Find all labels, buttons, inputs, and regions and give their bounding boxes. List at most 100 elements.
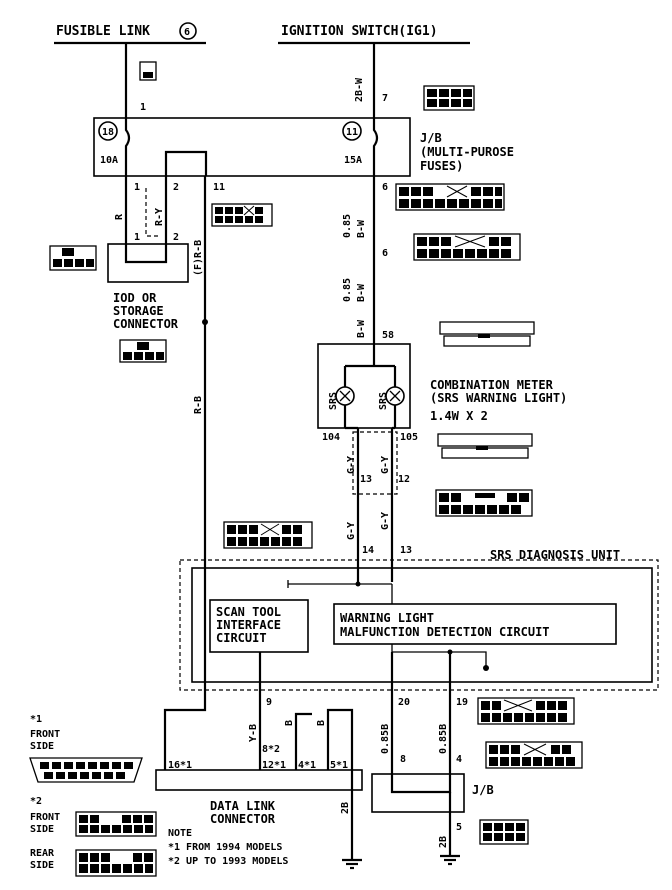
fusible-link-label: FUSIBLE LINK [56, 24, 150, 39]
ground-icon-2 [440, 854, 460, 866]
pin-104-label: 104 [322, 432, 340, 443]
wire-b2-label: B [316, 720, 327, 726]
connector-icon-jb-left [211, 203, 273, 227]
pin-7-label: 7 [382, 93, 388, 104]
pin-105-label: 105 [400, 432, 418, 443]
connector-icon-ig1 [423, 85, 475, 111]
pin-8-label: 8 [400, 754, 406, 765]
connector-icon-jb-right-1 [395, 183, 505, 211]
fuse-11-amp: 15A [344, 155, 362, 166]
jb-fuse-box [93, 117, 411, 177]
iod-label-line3: CONNECTOR [113, 317, 179, 331]
wire-ry-label: R-Y [154, 208, 165, 226]
pin-5-label: 5 [456, 822, 462, 833]
connector-icon-pins-19-20 [477, 697, 575, 725]
dlc-pin-8: 8*2 [262, 744, 280, 755]
pin-9-label: 9 [266, 697, 272, 708]
wire-085-1: 0.85 [342, 214, 353, 238]
srs-lamp-1-label: SRS [328, 392, 339, 410]
wire-gy-1: G-Y [346, 456, 357, 474]
scan-tool-line2: INTERFACE [216, 618, 281, 632]
connector-icon-iod-bottom [119, 339, 167, 363]
fuse-11-circle [342, 121, 362, 141]
wire-rb-to-dlc [163, 700, 207, 770]
pin-13-label: 13 [360, 474, 372, 485]
dlc-rear-side-icon [75, 849, 157, 877]
wire-gy-2: G-Y [380, 456, 391, 474]
pin-20-label: 20 [398, 697, 410, 708]
pin-4-label: 4 [456, 754, 462, 765]
iod-label-line1: IOD OR [113, 291, 157, 305]
note-line1: *1 FROM 1994 MODELS [168, 842, 282, 853]
combination-meter-box [317, 343, 411, 429]
wire-bw-1: B-W [356, 219, 367, 238]
dlc-front-side-1994-icon [29, 757, 143, 783]
fuse-18-number: 18 [102, 127, 114, 138]
srs-unit-box [191, 567, 653, 683]
wire-2b-2-label: 2B [438, 836, 449, 848]
dlc-pin-12: 12*1 [262, 760, 286, 771]
pin-2-label: 2 [173, 182, 179, 193]
dlc-label-line1: DATA LINK [210, 799, 276, 813]
pin-58-label: 58 [382, 330, 394, 341]
pin-2b-label: 2 [173, 232, 179, 243]
pin-1-label: 1 [140, 102, 146, 113]
fuse-18-amp: 10A [100, 155, 118, 166]
combo-label-line3: 1.4W X 2 [430, 409, 488, 423]
dashed-connector-meter [352, 431, 398, 495]
ground-icon-1 [342, 858, 362, 870]
warn-output-bus [391, 644, 487, 666]
dashed-link-ido [145, 188, 160, 237]
dlc-pin-4: 4*1 [298, 760, 316, 771]
dlc-pin-5: 5*1 [330, 760, 348, 771]
data-link-connector-box [155, 769, 363, 791]
srs-lamp-1-filament [339, 390, 351, 402]
fuse-18-symbol [124, 118, 131, 176]
connector-icon-meter-1 [439, 321, 535, 347]
wire-rb-f-label: (F)R-B [193, 240, 204, 276]
pin-1c-label: 1 [134, 232, 140, 243]
connector-icon-srs-unit [223, 521, 313, 549]
dlc-pin-16: 16*1 [168, 760, 192, 771]
pin-6b-label: 6 [382, 248, 388, 259]
connector-icon-fusible [139, 61, 157, 81]
wire-b-1 [294, 712, 312, 770]
iod-connector-box [107, 243, 189, 283]
connector-icon-jb-right-2 [413, 233, 521, 261]
warning-circuit-line1: WARNING LIGHT [340, 611, 434, 625]
pin-14-label: 14 [362, 545, 374, 556]
front-side-2-line2: SIDE [30, 824, 54, 835]
wire-r-label: R [114, 213, 125, 220]
connector-icon-meter-3 [435, 489, 533, 517]
rear-side-line2: SIDE [30, 860, 54, 871]
connector-icon-meter-2 [437, 433, 533, 459]
wire-bw-2: B-W [356, 283, 367, 302]
pin-12-label: 12 [398, 474, 410, 485]
srs-node-1 [355, 581, 361, 587]
splice-rb [202, 319, 208, 325]
wire-gy-3: G-Y [346, 522, 357, 540]
fusible-link-number: 6 [184, 27, 190, 38]
jb-desc-line1: (MULTI-PUROSE [420, 145, 514, 159]
jb-bottom-box [371, 773, 465, 813]
wire-gy-4: G-Y [380, 512, 391, 530]
note-line2: *2 UP TO 1993 MODELS [168, 856, 288, 867]
wire-085-2: 0.85 [342, 278, 353, 302]
pin-1b-label: 1 [134, 182, 140, 193]
pin-13b-label: 13 [400, 545, 412, 556]
front-side-star1: *1 [30, 714, 42, 725]
pin-11-label: 11 [213, 182, 225, 193]
front-side-star2: *2 [30, 796, 42, 807]
combo-label-line1: COMBINATION METER [430, 378, 554, 392]
front-side-2-line1: FRONT [30, 812, 60, 823]
rear-side-line1: REAR [30, 848, 55, 859]
wire-085b-2-label: 0.85B [438, 724, 449, 754]
wire-b-2 [326, 708, 354, 860]
warning-circuit-line2: MALFUNCTION DETECTION CIRCUIT [340, 625, 550, 639]
dlc-front-side-1993-icon [75, 811, 157, 837]
srs-unit-inputs [356, 570, 394, 582]
pin-19-label: 19 [456, 697, 468, 708]
scan-tool-line1: SCAN TOOL [216, 605, 281, 619]
srs-lamp-2-label: SRS [378, 392, 389, 410]
